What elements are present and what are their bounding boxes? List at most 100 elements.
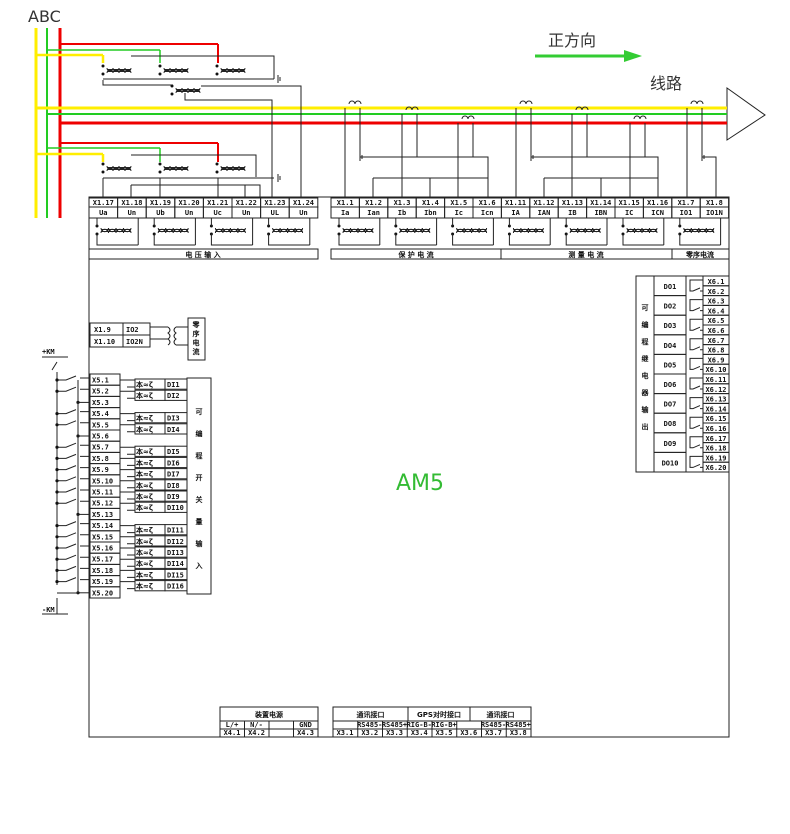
di-terminal-X5.5: X5.5	[55, 418, 121, 431]
zero2-label-char: 零	[192, 320, 201, 329]
power-terminal: X4.2	[248, 729, 265, 737]
ground-icon	[701, 153, 705, 161]
comm-terminal: X3.1	[337, 729, 354, 737]
di-terminal-id: X5.11	[92, 489, 113, 497]
do-terminal-b: X6.10	[705, 366, 726, 374]
comm-signal: RS485+	[382, 721, 407, 729]
ground-icon	[530, 153, 534, 161]
do-terminal-a: X6.7	[708, 337, 725, 345]
di-terminal-id: X5.1	[92, 377, 109, 385]
di-terminal-X5.1: X5.1	[55, 373, 121, 386]
di-terminal-id: X5.17	[92, 556, 113, 564]
opto-coupler-icon: 本≈ζ	[135, 458, 153, 467]
transformer-icon	[678, 224, 715, 236]
opto-coupler-icon: 本≈ζ	[135, 447, 153, 456]
switch-icon	[57, 409, 90, 415]
terminal-signal: Un	[128, 209, 136, 217]
di-terminal-X5.7: X5.7	[55, 440, 121, 453]
opto-coupler-icon: 本≈ζ	[135, 425, 153, 434]
do-terminal-b: X6.8	[708, 347, 725, 355]
comm-terminal: X3.8	[510, 729, 527, 737]
terminal-X1.1: X1.1Ia	[330, 197, 381, 246]
switch-icon	[57, 442, 90, 448]
di-terminal-id: X5.6	[92, 433, 109, 441]
di-input-name: DI15	[167, 571, 184, 579]
terminal-signal: IA	[511, 209, 520, 217]
di-input-name: DI6	[167, 459, 180, 467]
terminal-signal: IO1N	[706, 209, 723, 217]
di-terminal-id: X5.16	[92, 545, 113, 553]
switch-icon	[57, 565, 90, 571]
switch-icon	[57, 453, 90, 459]
di-input-name: DI1	[167, 381, 180, 389]
digital-outputs: 可编程继电器输出DO1X6.1X6.2DO2X6.3X6.4DO3X6.5X6.…	[635, 275, 730, 473]
di-terminal-id: X5.15	[92, 533, 113, 541]
terminal-id: X1.4	[422, 199, 439, 207]
comm-group-title: 通讯接口	[357, 710, 385, 719]
di-terminal-id: X5.4	[92, 410, 109, 418]
do-terminal-b: X6.2	[708, 288, 725, 296]
zero2-label-char: 电	[193, 338, 200, 347]
ct-icon	[348, 100, 362, 105]
ct-icon	[575, 106, 589, 111]
analog-group-labels: 电 压 输 入 保 护 电 流 测 量 电 流 零序电流	[88, 248, 730, 260]
do-terminal-b: X6.20	[705, 464, 726, 472]
di-label-char: 入	[195, 562, 203, 570]
terminal-id: X1.24	[293, 199, 314, 207]
power-terminal: X4.3	[297, 729, 314, 737]
direction-label: 正方向	[548, 31, 596, 50]
zero-current-label: 零序电流	[685, 250, 714, 259]
do-label-char: 输	[642, 405, 650, 414]
do-terminal-b: X6.16	[705, 425, 726, 433]
do-label-char: 可	[642, 304, 649, 312]
power-signal: L/+	[226, 721, 239, 729]
di-input-name: DI12	[167, 538, 184, 546]
terminal-id: X1.18	[121, 199, 142, 207]
di-terminal-id: X5.13	[92, 511, 113, 519]
negative-supply-label: -KM	[42, 606, 55, 614]
transformer-icon	[150, 326, 188, 346]
di-terminal-id: X5.5	[92, 421, 109, 429]
di-terminal-X5.8: X5.8	[55, 451, 121, 465]
do-name: DO2	[664, 303, 677, 311]
terminal-id: X1.7	[678, 199, 695, 207]
relay-contact-icon	[689, 436, 703, 449]
di-label-char: 编	[196, 429, 203, 438]
terminal-id: X1.20	[179, 199, 200, 207]
do-terminal-a: X6.19	[705, 454, 726, 462]
do-terminal-a: X6.3	[708, 298, 725, 306]
ground-icon	[277, 75, 281, 83]
transformer-icon	[101, 162, 132, 174]
voltage-input-label: 电 压 输 入	[185, 250, 220, 259]
di-terminal-X5.19: X5.19	[55, 575, 121, 588]
terminal-id: X1.22	[236, 199, 257, 207]
terminal-id: X1.6	[479, 199, 496, 207]
terminal-id: X1.13	[562, 199, 583, 207]
terminal-signal: Ic	[455, 209, 463, 217]
di-terminal-id: X5.7	[92, 444, 109, 452]
terminal-signal: Ibn	[424, 209, 437, 217]
positive-supply-label: +KM	[42, 348, 55, 356]
comm-terminal: X3.4	[411, 729, 428, 737]
di-terminal-id: X5.9	[92, 466, 109, 474]
device-enclosure	[88, 196, 730, 738]
terminal-id: X1.5	[450, 199, 467, 207]
comm-signal: RS485-	[357, 721, 382, 729]
zero2-label-char: 流	[193, 347, 200, 356]
di-terminal-id: X5.10	[92, 477, 113, 485]
di-terminal-id: X5.18	[92, 567, 113, 575]
di-terminal-X5.15: X5.15	[55, 530, 121, 543]
di-input-name: DI2	[167, 392, 180, 400]
